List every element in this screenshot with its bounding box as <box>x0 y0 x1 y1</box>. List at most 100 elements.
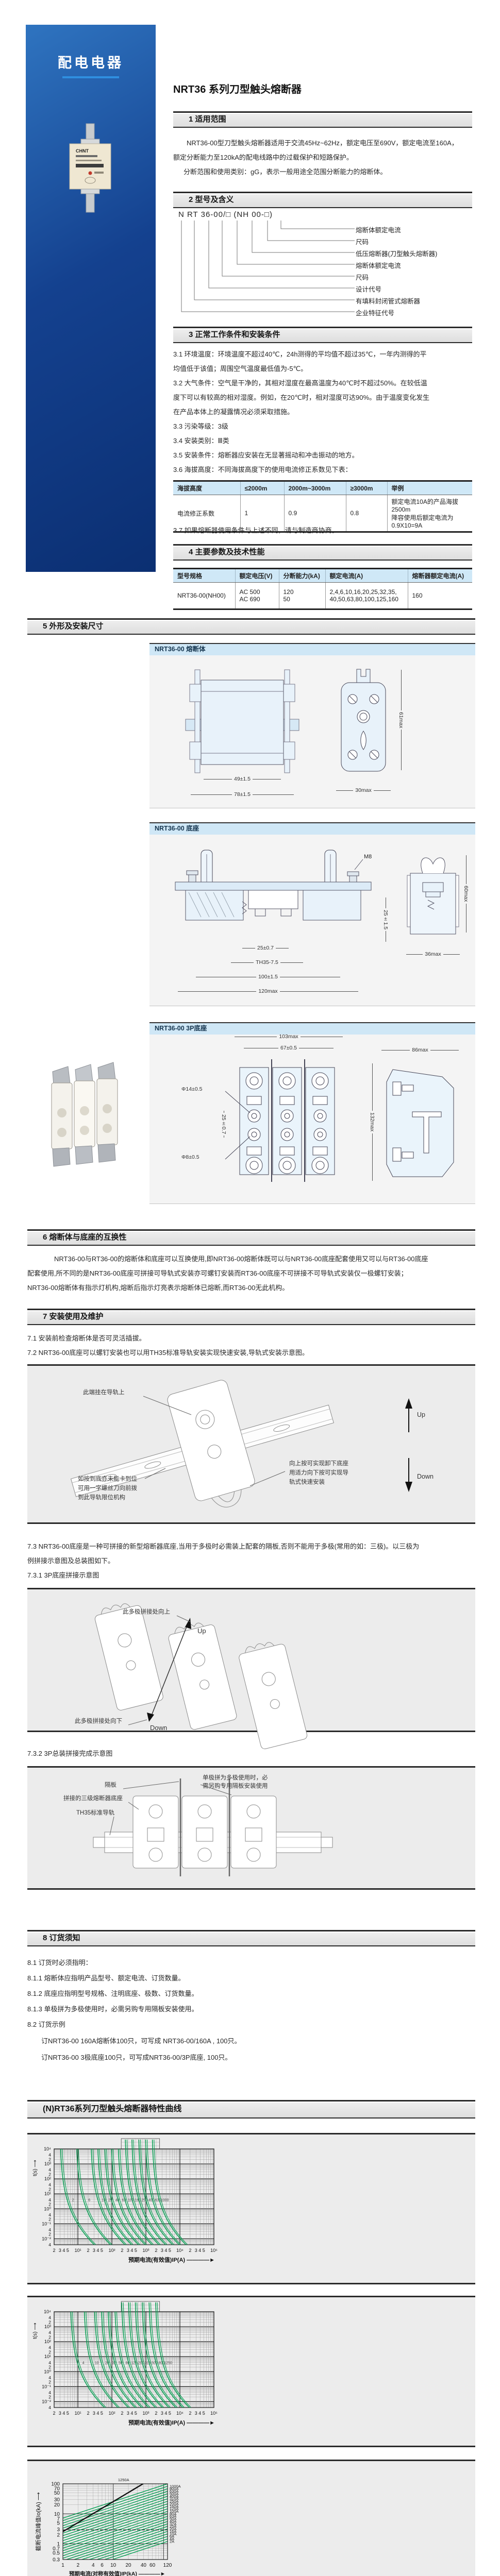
curve-160A <box>63 2506 168 2541</box>
chart-text: 60 <box>149 2563 156 2568</box>
curve-250A <box>63 2501 168 2536</box>
curve-160 <box>125 2139 159 2245</box>
model-label-size: 尺码 <box>356 274 369 281</box>
chart-text: 10 <box>95 2361 99 2365</box>
curve-4A <box>103 2538 168 2560</box>
model-label-fuse-current: 熔断体额定电流 <box>356 262 401 269</box>
chart-text: 25 <box>108 2198 112 2202</box>
order-line-1: 8.1 订货时必须指明： <box>27 1959 92 1967</box>
chart-text: 4 <box>48 2315 51 2320</box>
alt-val-2: 0.8 <box>346 495 388 532</box>
chart-text: 10 <box>110 2563 116 2568</box>
curve-2 <box>60 2148 95 2245</box>
chart-text: 1250A <box>118 2478 129 2482</box>
chart-text: 2 <box>87 2248 89 2253</box>
diagA-limit-line-2: 可用一字螺丝刀向前拨 <box>78 1484 137 1492</box>
alt-val-0: 1 <box>240 495 285 532</box>
dim-base-rail: TH35-7.5 <box>231 959 303 965</box>
chart-text: 2 <box>48 2217 51 2222</box>
chart-text: 2 <box>77 2563 80 2568</box>
dim-base-total: 120max <box>178 988 358 994</box>
alt-th-2: 2000m~3000m <box>284 481 346 495</box>
chart-text: 4 <box>82 2361 85 2365</box>
order-line-2: 8.1.1 熔断体应指明产品型号、额定电流、订货数量。 <box>27 1974 185 1982</box>
diagA-limit-line-3: 到此导轨限位机构 <box>78 1494 125 1501</box>
chart-text: 2 <box>48 2349 51 2354</box>
chart-text: 630 <box>155 2198 161 2202</box>
category-panel: 配电电器 CHNT <box>26 25 156 572</box>
section-bar-parameters: 4 主要参数及技术性能 <box>173 544 472 561</box>
chart-text: 2 <box>189 2411 191 2416</box>
param-th-1: 额定电压(V) <box>235 568 279 583</box>
dim-fuselink-height: 61max <box>398 670 404 770</box>
cutoff-current-chart: “gG”熔断体的截断电流特性曲线 1250A1000A800A630A500A4… <box>27 2460 475 2576</box>
chart-text: t(s) ⟶ <box>32 2323 38 2339</box>
curve-10A <box>88 2533 168 2560</box>
chart-text: 80 <box>125 2361 129 2365</box>
scope-line-1: NRT36-00型刀型触头熔断器适用于交流45Hz~62Hz，额定电压至690V… <box>187 139 458 147</box>
chart-text: 125 <box>131 2361 137 2365</box>
curve-2A <box>111 2541 168 2560</box>
splice-up-arrow-icon <box>185 1618 191 1629</box>
chart-text: 6 <box>101 2563 104 2568</box>
chart-text: 2 <box>48 2157 51 2162</box>
param-voltage-2: AC 690 <box>239 596 260 603</box>
install-73-line-2: 例拼接示意图及总装图如下。 <box>27 1557 115 1565</box>
alt-th-4: 举例 <box>387 481 472 495</box>
curve-32 <box>101 2311 136 2408</box>
drawing-strip-3p: NRT36-00 3P底座 <box>149 1022 475 1035</box>
chart-text: 125A <box>170 2506 179 2511</box>
curve-250 <box>131 2139 166 2245</box>
alt-example-line-2: 降容使用后额定电流为0.9X10=9A <box>391 514 454 529</box>
chart-text: 2 <box>53 2248 55 2253</box>
chart-text: 2 <box>48 2380 51 2385</box>
chart-text: 40 <box>141 2563 147 2568</box>
diagA-hang-label: 此端挂在导轨上 <box>83 1388 125 1396</box>
curve-16A <box>80 2531 168 2560</box>
page-title: NRT36 系列刀型触头熔断器 <box>173 84 302 95</box>
alt-val-1: 0.9 <box>284 495 346 532</box>
chart-text: 4 <box>48 2405 51 2410</box>
chart-text: 50A <box>170 2517 176 2521</box>
chart-text: 2 <box>57 2532 60 2538</box>
interchange-line-3: NRT36-00熔断体有指示灯机构,熔断后指示灯亮表示熔断体已熔断,而RT36-… <box>27 1284 289 1292</box>
chart-text: t(s) ⟶ <box>32 2160 38 2176</box>
chart-text: 2 <box>48 2334 51 2340</box>
param-voltage: AC 500 AC 690 <box>235 582 279 609</box>
scope-line-3: 分断范围和使用类别：gG，表示一般用途全范围分断能力的熔断体。 <box>184 168 387 176</box>
curve-80A <box>63 2513 168 2549</box>
curve-630 <box>145 2139 179 2245</box>
chart-text: 20 <box>125 2563 131 2568</box>
chart-text: 2 <box>87 2411 89 2416</box>
chart-text: 2 <box>72 2198 74 2202</box>
chart-text: 4 <box>48 2360 51 2365</box>
chart-text: 10⁻² <box>42 2236 51 2241</box>
chart-text: 100 <box>128 2198 134 2202</box>
chart-text: 3 <box>57 2527 60 2533</box>
chart-text: 160A <box>170 2504 179 2509</box>
install-731: 7.3.1 3P底座拼接示意图 <box>27 1571 99 1579</box>
section-bar-dimensions: 5 外形及安装尺寸 <box>27 618 475 635</box>
curve-40 <box>104 2148 139 2245</box>
diagA-press-line-3: 轨式快速安装 <box>289 1478 325 1485</box>
base-section-drawing: M8 <box>175 850 372 921</box>
chart-text: 32A <box>170 2521 176 2526</box>
param-currents: 2,4,6,10,16,20,25,32,35, 40,50,63,80,100… <box>325 582 408 609</box>
chart-text: 4 <box>48 2212 51 2217</box>
chart-svg: 1250A1000A800A630A500A400A315A250A200A16… <box>35 2478 181 2576</box>
cond-line-9: 3.6 海拔高度：不同海拔高度下的使用电流修正系数见下表： <box>173 466 352 473</box>
chart-text: 3 4 5 <box>127 2248 137 2253</box>
chart-text: 25A <box>170 2524 176 2529</box>
chart-text: 10³ <box>44 2161 51 2166</box>
interchange-line-2: 配套使用,所不同的是NRT36-00底座可拼接可导轨式安装亦可螺钉安装而RT36… <box>27 1269 408 1277</box>
chart-text: 0.7 <box>53 2546 60 2552</box>
diagA-press-line-1: 向上按可实现卸下底座 <box>289 1460 348 1467</box>
curve-1250 <box>155 2302 190 2408</box>
chart-text: 400 <box>148 2198 155 2202</box>
param-breaking-1: 120 <box>283 588 294 596</box>
curve-630A <box>63 2490 168 2526</box>
chart-text: 10³ <box>143 2248 149 2253</box>
curve-315A <box>63 2498 168 2534</box>
chart-text: 10 <box>54 2512 60 2517</box>
chart-text: 10⁴ <box>44 2309 51 2314</box>
